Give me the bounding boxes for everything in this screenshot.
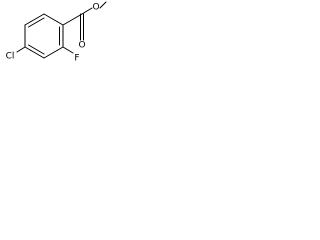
bond-ester-oxygen-to-methyl <box>99 1 107 9</box>
ring-inner-double-bond-c5-c6 <box>28 17 45 28</box>
atom-label-carbonyl-oxygen: O <box>78 41 85 51</box>
ring-bond-c5-c6 <box>24 13 45 26</box>
ring-bond-c6-c1 <box>43 13 64 26</box>
bond-ring-to-fluoro <box>62 46 74 54</box>
bond-ring-to-carbonyl-carbon <box>62 13 83 26</box>
atom-label-chloro: Cl <box>6 52 15 62</box>
atom-label-fluoro: F <box>74 54 79 64</box>
atom-label-ester-oxygen: O <box>92 3 99 13</box>
molecular-structure: Cl F O O <box>6 1 107 64</box>
bond-ring-to-chloro <box>16 46 26 53</box>
ring-inner-double-bond-c3-c4 <box>28 44 45 55</box>
bond-carbonyl-to-ester-oxygen <box>81 7 93 15</box>
ring-bond-c2-c3 <box>43 46 64 59</box>
ring-bond-c3-c4 <box>24 46 45 59</box>
benzene-ring <box>24 13 64 59</box>
